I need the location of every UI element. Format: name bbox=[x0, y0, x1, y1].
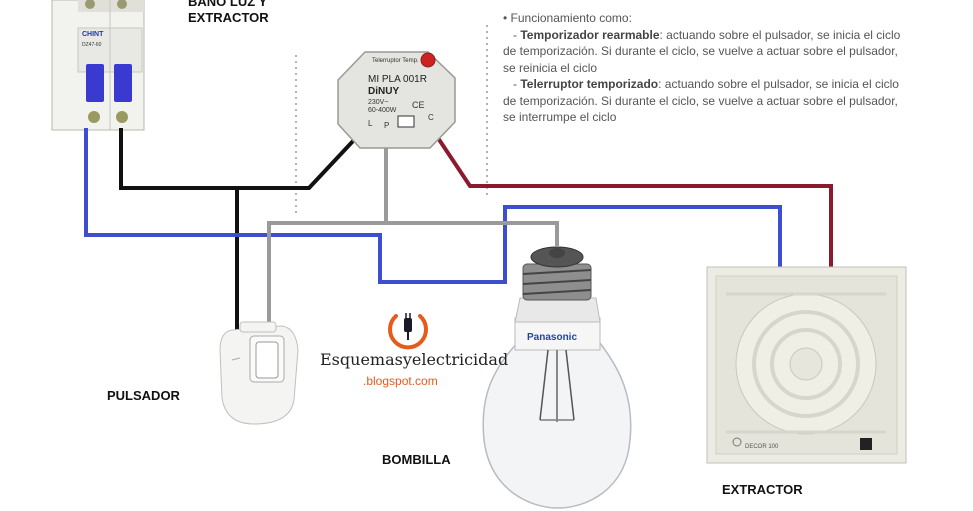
relay-model: MI PLA 001R bbox=[368, 74, 427, 85]
title-line-2: EXTRACTOR bbox=[188, 10, 269, 25]
wire-gray-to-bulb bbox=[386, 221, 559, 246]
light-bulb: Panasonic bbox=[482, 246, 632, 509]
wire-neutral-blue-bulb bbox=[84, 128, 782, 284]
breaker-brand: CHINT bbox=[82, 31, 104, 38]
wire-gray-control bbox=[267, 148, 388, 337]
relay-voltage: 230V~ bbox=[368, 99, 388, 106]
wires bbox=[84, 124, 833, 337]
fan-model: DECOR 100 bbox=[745, 444, 779, 450]
power-plug-icon bbox=[388, 313, 428, 350]
title-line-1: BAÑO LUZ Y bbox=[188, 0, 268, 9]
description-item-1: - Temporizador rearmable: actuando sobre… bbox=[503, 27, 901, 75]
relay-terminal-c: C bbox=[428, 113, 434, 122]
label-bombilla: BOMBILLA bbox=[382, 452, 451, 467]
description-intro: • Funcionamiento como: bbox=[503, 11, 632, 25]
blog-url: .blogspot.com bbox=[363, 374, 438, 388]
item-2-title: Telerruptor temporizado bbox=[520, 77, 659, 91]
relay-brand: DiNUY bbox=[368, 86, 399, 97]
push-switch bbox=[219, 321, 299, 425]
breaker-model: DZ47-60 bbox=[82, 42, 102, 48]
timer-relay: Telerruptor Temp. MI PLA 001R DiNUY 230V… bbox=[337, 51, 456, 149]
label-pulsador: PULSADOR bbox=[107, 388, 180, 403]
item-1-text: : actuando sobre el pulsador, se inicia … bbox=[503, 27, 901, 75]
label-extractor: EXTRACTOR bbox=[722, 482, 803, 497]
relay-terminal-p: P bbox=[384, 121, 389, 130]
svg-text:CE: CE bbox=[412, 100, 425, 110]
blog-name: Esquemasyelectricidad bbox=[320, 350, 509, 369]
item-2-text: : actuando sobre el pulsador, se inicia … bbox=[503, 77, 899, 124]
relay-led-icon bbox=[420, 52, 436, 68]
wire-phase-black bbox=[119, 128, 356, 190]
extractor-fan: DECOR 100 bbox=[706, 266, 907, 464]
relay-label-top: Telerruptor Temp. bbox=[372, 58, 419, 64]
circuit-breaker: CHINT DZ47-60 bbox=[51, 0, 145, 131]
description-block: • Funcionamiento como: - Temporizador re… bbox=[503, 10, 903, 126]
bulb-brand: Panasonic bbox=[527, 332, 577, 343]
relay-power: 60-400W bbox=[368, 107, 397, 114]
relay-terminal-l: L bbox=[368, 119, 373, 128]
description-item-2: - Telerruptor temporizado: actuando sobr… bbox=[503, 77, 899, 124]
wire-red-output bbox=[428, 124, 833, 268]
item-1-title: Temporizador rearmable bbox=[520, 27, 660, 42]
